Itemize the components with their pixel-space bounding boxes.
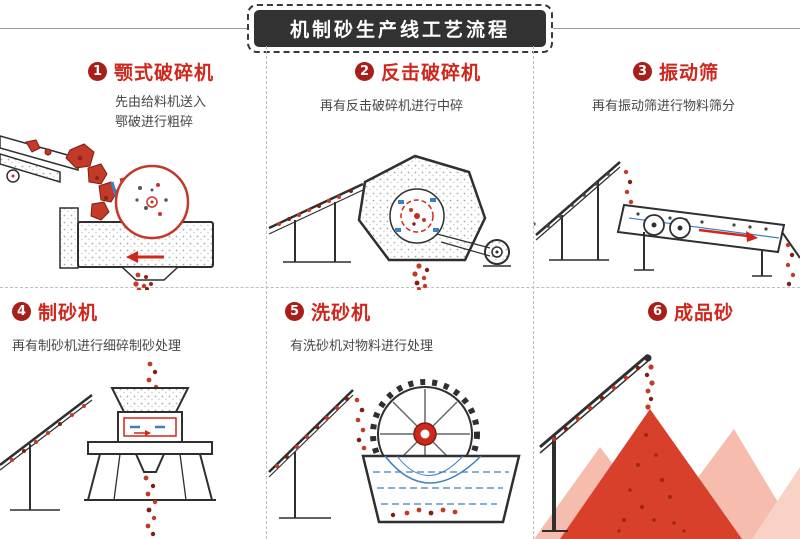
title-banner: 机制砂生产线工艺流程 (246, 4, 554, 53)
falling-crushed-rock (412, 263, 430, 290)
step-6-header: 6 成品砂 (648, 298, 734, 325)
step-2-title: 反击破碎机 (381, 62, 482, 84)
jaw-crusher-illustration (0, 135, 214, 290)
falling-sand-stream (143, 475, 158, 537)
step-2-impact-crusher-cell: 2 反击破碎机 再有反击破碎机进行中碎 (267, 45, 533, 290)
rock-stream (65, 143, 118, 221)
page-title: 机制砂生产线工艺流程 (253, 10, 547, 47)
sand-piles (534, 409, 800, 539)
feed-conveyor (268, 182, 364, 263)
wash-tub (361, 454, 521, 524)
column-divider-2 (533, 46, 534, 539)
step-6-title: 成品砂 (674, 302, 735, 324)
step-6-finished-sand-cell: 6 成品砂 (534, 287, 800, 539)
step-3-header: 3 振动筛 (633, 58, 719, 85)
crusher-housing (357, 154, 487, 262)
row-divider (0, 287, 800, 288)
left-arrow-icon (126, 251, 138, 263)
step-4-sand-maker-cell: 4 制砂机 再有制砂机进行细碎制砂处理 (0, 287, 266, 539)
falling-sand-stream (644, 364, 655, 410)
step-6-number-badge: 6 (648, 302, 667, 321)
step-2-description: 再有反击破碎机进行中碎 (320, 99, 464, 114)
right-arrow-icon (746, 231, 758, 242)
step-5-header: 5 洗砂机 (285, 298, 371, 325)
step-5-description: 有洗砂机对物料进行处理 (290, 339, 434, 354)
step-3-description: 再有振动筛进行物料筛分 (592, 99, 736, 114)
screen-deck (534, 203, 786, 277)
feed-conveyor (535, 161, 634, 261)
step-1-number-badge: 1 (88, 62, 107, 81)
sand-washer-illustration (268, 379, 521, 524)
flywheel (114, 164, 190, 240)
step-1-description: 先由给料机送入 鄂破进行粗碎 (115, 95, 207, 131)
vibrating-screen-illustration (534, 161, 800, 287)
feed-conveyor (0, 394, 93, 511)
step-2-header: 2 反击破碎机 (355, 58, 481, 85)
step-3-vibrating-screen-cell: 3 振动筛 再有振动筛进行物料筛分 (534, 45, 800, 287)
feed-material-stream (146, 361, 159, 390)
step-4-title: 制砂机 (38, 302, 99, 324)
drive-belt-pulley (436, 233, 511, 267)
sand-maker-illustration (0, 361, 216, 537)
step-1-header: 1 颚式破碎机 (88, 58, 214, 85)
feed-conveyor (268, 389, 367, 519)
step-4-number-badge: 4 (12, 302, 31, 321)
step-3-title: 振动筛 (659, 62, 720, 84)
step-2-number-badge: 2 (355, 62, 374, 81)
step-4-description: 再有制砂机进行细碎制砂处理 (12, 339, 182, 354)
step-5-sand-washer-cell: 5 洗砂机 有洗砂机对物料进行处理 (267, 287, 533, 539)
machine-body (84, 387, 216, 501)
step-1-jaw-crusher-cell: 1 颚式破碎机 先由给料机送入 鄂破进行粗碎 (0, 45, 266, 290)
impact-crusher-illustration (268, 154, 511, 290)
discharge (781, 231, 800, 287)
step-5-number-badge: 5 (285, 302, 304, 321)
finished-sand-illustration (534, 353, 800, 539)
column-divider-1 (266, 46, 267, 539)
step-4-header: 4 制砂机 (12, 298, 98, 325)
discharge-chute (120, 251, 180, 281)
step-5-title: 洗砂机 (311, 302, 372, 324)
feeder-conveyor (0, 135, 79, 184)
step-1-title: 颚式破碎机 (114, 62, 215, 84)
stacker-conveyor (539, 353, 652, 532)
falling-crushed-rock (133, 272, 153, 290)
step-3-number-badge: 3 (633, 62, 652, 81)
